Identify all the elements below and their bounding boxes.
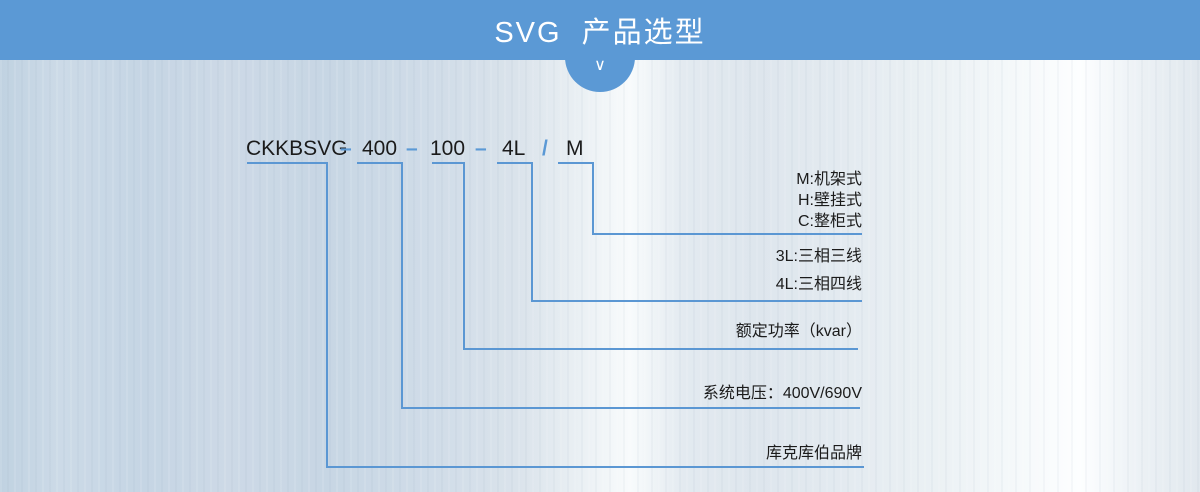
legend-line-brand: 库克库伯品牌 xyxy=(765,445,862,462)
model-separator-dash: – xyxy=(340,137,352,160)
connector-phase-line xyxy=(497,162,862,302)
model-part-phase: 4L xyxy=(502,137,526,160)
legend-line-phase-3l: 3L:三相三线 xyxy=(775,248,862,265)
legend-line-mounting-m: M:机架式 xyxy=(796,171,862,188)
connector-voltage-line xyxy=(357,162,860,409)
model-part-power: 100 xyxy=(430,137,466,160)
legend-mounting: M:机架式 H:壁挂式 C:整柜式 xyxy=(796,169,862,232)
chevron-down-icon: ∨ xyxy=(594,57,606,74)
model-part-brand-code: CKKBSVG xyxy=(246,137,348,160)
connector-power-line xyxy=(432,162,858,350)
model-separator-slash: / xyxy=(542,137,548,160)
model-part-mounting: M xyxy=(566,137,584,160)
model-part-voltage: 400 xyxy=(362,137,398,160)
legend-voltage: 系统电压：400V/690V xyxy=(703,384,862,404)
connector-mounting-line xyxy=(558,162,862,235)
page-title: SVG 产品选型 xyxy=(494,17,706,49)
legend-line-phase-4l: 4L:三相四线 xyxy=(775,276,862,293)
connector-brand-line xyxy=(247,162,864,468)
model-separator-dash: – xyxy=(475,137,487,160)
model-separator-dash: – xyxy=(406,137,418,160)
legend-line-mounting-c: C:整柜式 xyxy=(797,213,862,230)
header-bar: SVG 产品选型 xyxy=(0,0,1200,60)
legend-line-power: 额定功率（kvar） xyxy=(735,323,862,340)
legend-phase: 3L:三相三线 4L:三相四线 xyxy=(776,243,862,299)
legend-line-voltage: 系统电压：400V/690V xyxy=(702,385,862,402)
legend-power: 额定功率（kvar） xyxy=(736,322,862,342)
legend-line-mounting-h: H:壁挂式 xyxy=(797,192,862,209)
legend-brand: 库克库伯品牌 xyxy=(766,444,862,464)
